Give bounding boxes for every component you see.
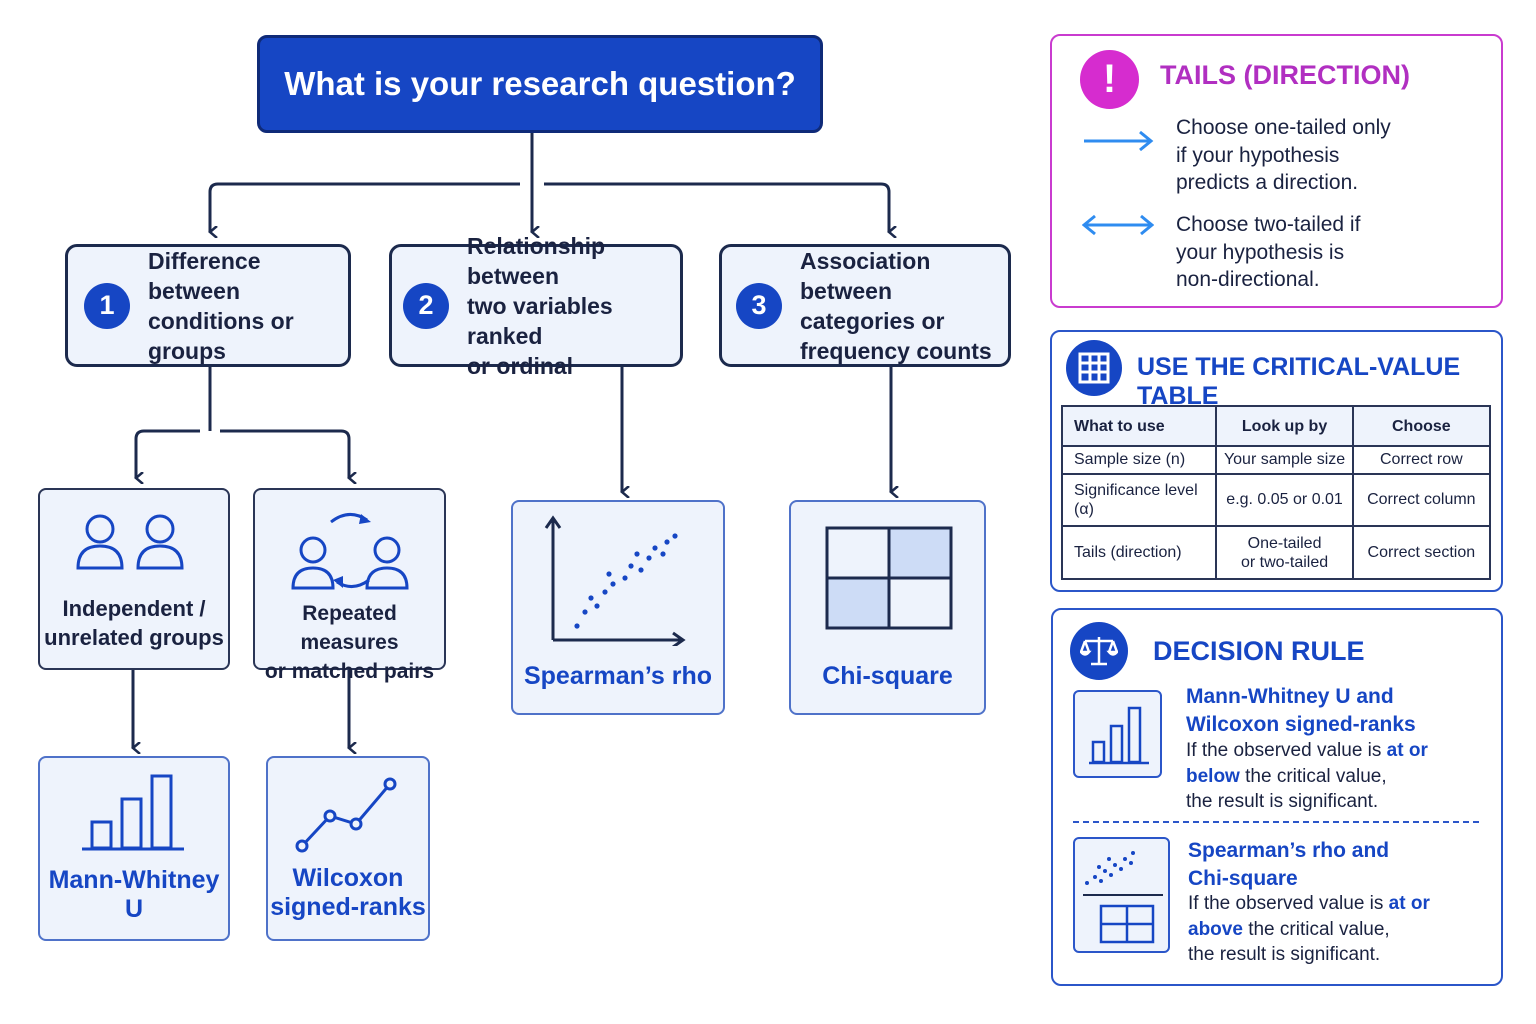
question-text-difference: Difference between conditions or groups [148, 247, 294, 364]
two-tailed-text: Choose two-tailed if your hypothesis is … [1176, 213, 1361, 291]
independent-groups-label: Independent / unrelated groups [44, 596, 224, 650]
mann-whitney-label: Mann-Whitney U [48, 866, 220, 923]
rule1-end: the result is significant. [1186, 791, 1379, 812]
contingency-grid-icon [825, 526, 953, 630]
decision-rule-title: DECISION RULE [1153, 636, 1365, 666]
spearman-label: Spearman’s rho [523, 662, 713, 690]
rule1-text: If the observed value is at or below the… [1186, 738, 1486, 815]
title-text: What is your research question? [284, 65, 796, 102]
rule1-after: the critical value, [1239, 765, 1387, 787]
result-chi-square: Chi-square [789, 500, 986, 715]
critical-value-title: USE THE CRITICAL-VALUE TABLE [1137, 353, 1461, 410]
table-cell: Significance level (α) [1060, 472, 1218, 528]
arrow-both-ways-icon [1082, 214, 1154, 236]
table-row: Sample size (n) Your sample size Correct… [1060, 445, 1492, 475]
rule1-heading: Mann-Whitney U and Wilcoxon signed-ranks [1186, 685, 1416, 736]
bar-chart-icon [1089, 706, 1149, 765]
table-cell: One-tailed or two-tailed [1215, 525, 1354, 580]
question-number-2: 2 [403, 282, 449, 329]
table-cell: Correct column [1351, 472, 1492, 528]
rule2-before: If the observed value is [1188, 893, 1389, 914]
scatter-table-icon [1083, 851, 1163, 944]
two-people-icon [76, 514, 184, 570]
decision-scatter-grid-card [1073, 837, 1170, 953]
node-repeated-measures: Repeated measures or matched pairs [253, 488, 446, 683]
wilcoxon-label: Wilcoxon signed-ranks [270, 864, 426, 921]
header-choose: Choose [1351, 405, 1492, 447]
rule2-emph-above: above [1188, 918, 1243, 940]
connector-q1-right [220, 429, 349, 478]
node-independent-groups: Independent / unrelated groups [38, 488, 230, 670]
rule1-before: If the observed value is [1186, 740, 1387, 761]
table-header-row: What to use Look up by Choose [1060, 405, 1492, 447]
decision-divider [1073, 821, 1479, 823]
exclamation-icon: ! [1080, 50, 1139, 109]
rule2-text: If the observed value is at or above the… [1188, 891, 1488, 968]
header-what-to-use: What to use [1060, 405, 1218, 447]
one-tailed-text: Choose one-tailed only if your hypothesi… [1176, 116, 1391, 194]
table-cell: Your sample size [1215, 445, 1354, 475]
rule2-emph-at-or: at or [1388, 893, 1430, 914]
tails-title: TAILS (DIRECTION) [1160, 60, 1410, 90]
scatter-plot-icon [544, 515, 686, 646]
question-difference: 1 Difference between conditions or group… [65, 244, 351, 367]
table-cell: Correct row [1351, 445, 1492, 475]
rule2-end: the result is significant. [1188, 944, 1381, 965]
header-look-up-by: Look up by [1215, 405, 1354, 447]
result-mann-whitney: Mann-Whitney U [38, 756, 230, 941]
repeated-measures-label: Repeated measures or matched pairs [264, 602, 435, 683]
decision-bar-chart-card [1073, 690, 1162, 778]
question-text-association: Association between categories or freque… [800, 247, 992, 364]
question-number-1: 1 [84, 282, 130, 329]
arrow-right-icon [1084, 130, 1154, 152]
table-row: Significance level (α) e.g. 0.05 or 0.01… [1060, 472, 1492, 528]
table-row: Tails (direction) One-tailed or two-tail… [1060, 525, 1492, 580]
line-graph-icon [295, 777, 397, 853]
result-wilcoxon: Wilcoxon signed-ranks [266, 756, 430, 941]
research-question-title: What is your research question? [257, 35, 823, 133]
critical-value-table: What to use Look up by Choose Sample siz… [1060, 405, 1492, 580]
question-text-relationship: Relationship between two variables ranke… [467, 232, 613, 379]
rule1-emph-at-or: at or [1386, 740, 1428, 761]
connector-branch-left [210, 182, 520, 232]
balance-scale-icon [1070, 622, 1128, 680]
question-relationship: 2 Relationship between two variables ran… [389, 233, 683, 379]
connector-q1-left [136, 429, 200, 478]
question-association: 3 Association between categories or freq… [719, 244, 1011, 367]
exchange-people-icon [291, 513, 409, 590]
rule2-after: the critical value, [1242, 918, 1390, 940]
table-cell: Correct section [1351, 525, 1492, 580]
table-cell: e.g. 0.05 or 0.01 [1215, 472, 1354, 528]
table-icon [1066, 340, 1122, 396]
rule2-heading: Spearman’s rho and Chi-square [1188, 839, 1390, 890]
connector-branch-right [544, 182, 889, 232]
result-spearman: Spearman’s rho [511, 500, 725, 715]
table-cell: Tails (direction) [1060, 525, 1218, 580]
table-cell: Sample size (n) [1060, 445, 1218, 475]
question-number-3: 3 [736, 282, 782, 329]
bar-chart-icon [82, 774, 184, 851]
rule1-emph-below: below [1186, 765, 1240, 787]
chi-square-label: Chi-square [822, 662, 953, 690]
